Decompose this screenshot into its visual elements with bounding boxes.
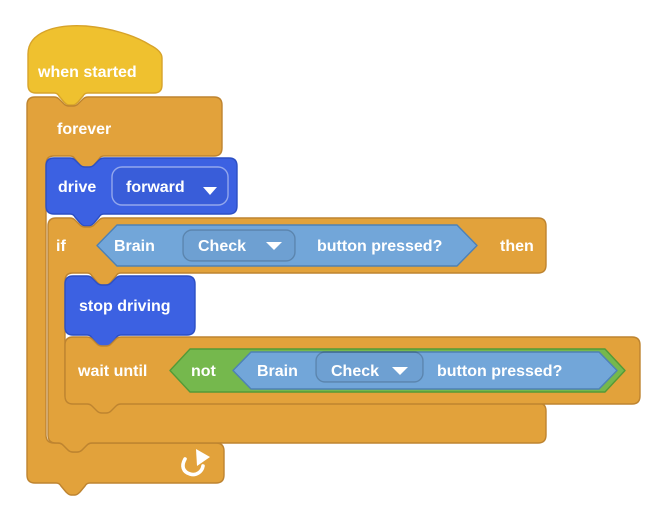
not-operator[interactable]: not Brain Check button pressed? xyxy=(169,348,626,393)
loop-arrow-icon xyxy=(181,449,210,477)
button-select-dropdown[interactable]: Check xyxy=(315,351,424,383)
forever-block[interactable]: forever xyxy=(26,96,225,496)
condition-device-label: Brain xyxy=(257,363,298,380)
brain-button-pressed-condition[interactable]: Brain Check button pressed? xyxy=(96,224,478,267)
drive-direction-dropdown[interactable]: forward xyxy=(111,166,229,206)
condition-suffix-label: button pressed? xyxy=(317,238,442,255)
stop-driving-block[interactable]: stop driving xyxy=(64,275,196,348)
dropdown-arrow-icon xyxy=(266,242,282,250)
drive-label: drive xyxy=(58,179,96,196)
wait-until-label: wait until xyxy=(77,363,147,380)
dropdown-arrow-icon xyxy=(203,187,217,195)
button-select-dropdown[interactable]: Check xyxy=(182,229,296,262)
when-started-label: when started xyxy=(37,64,137,81)
wait-until-block[interactable]: wait until not Brain Check button presse… xyxy=(64,336,641,414)
when-started-block[interactable]: when started xyxy=(27,25,163,106)
condition-suffix-label: button pressed? xyxy=(437,363,562,380)
not-label: not xyxy=(191,363,217,380)
button-select-value: Check xyxy=(198,238,246,255)
if-label: if xyxy=(56,238,66,255)
brain-button-pressed-condition[interactable]: Brain Check button pressed? xyxy=(232,351,618,390)
drive-block[interactable]: drive forward xyxy=(45,157,238,227)
stop-driving-label: stop driving xyxy=(79,298,171,315)
then-label: then xyxy=(500,238,534,255)
drive-direction-value: forward xyxy=(126,179,185,196)
forever-label: forever xyxy=(57,121,111,138)
dropdown-arrow-icon xyxy=(392,367,408,375)
button-select-value: Check xyxy=(331,363,379,380)
condition-device-label: Brain xyxy=(114,238,155,255)
